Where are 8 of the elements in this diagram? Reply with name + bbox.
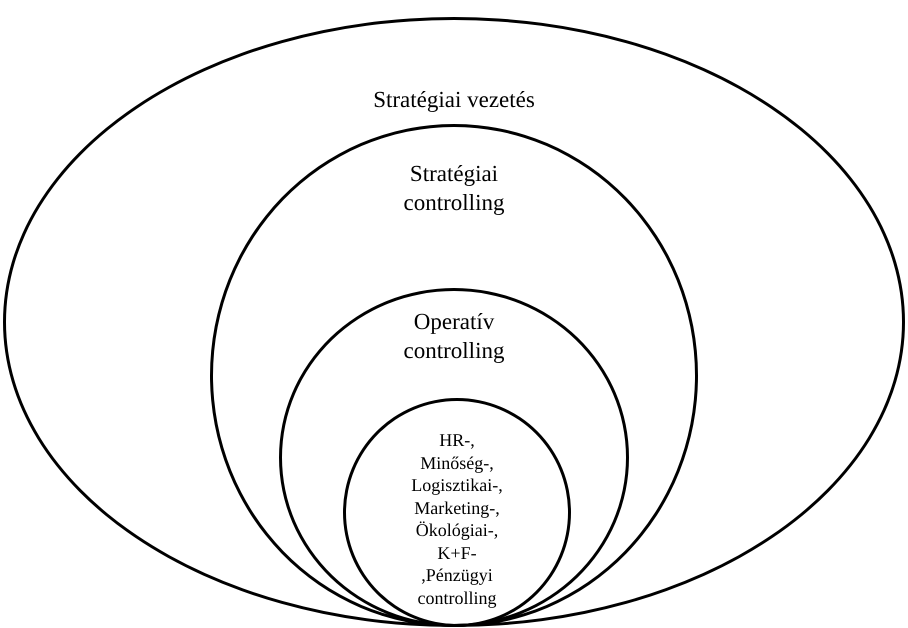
ellipse-label: Stratégiai vezetés bbox=[372, 86, 536, 114]
ellipse bbox=[343, 398, 571, 627]
ellipse-label: HR-, Minőség-, Logisztikai-, Marketing-, Ökológiai-, K+F- ,Pénzügyi controlling bbox=[410, 429, 504, 609]
ellipse bbox=[3, 17, 905, 627]
ellipse-label: Stratégiai controlling bbox=[402, 160, 506, 217]
ellipse bbox=[279, 288, 629, 627]
ellipse bbox=[210, 124, 698, 627]
ellipse-label: Operatív controlling bbox=[402, 308, 506, 365]
